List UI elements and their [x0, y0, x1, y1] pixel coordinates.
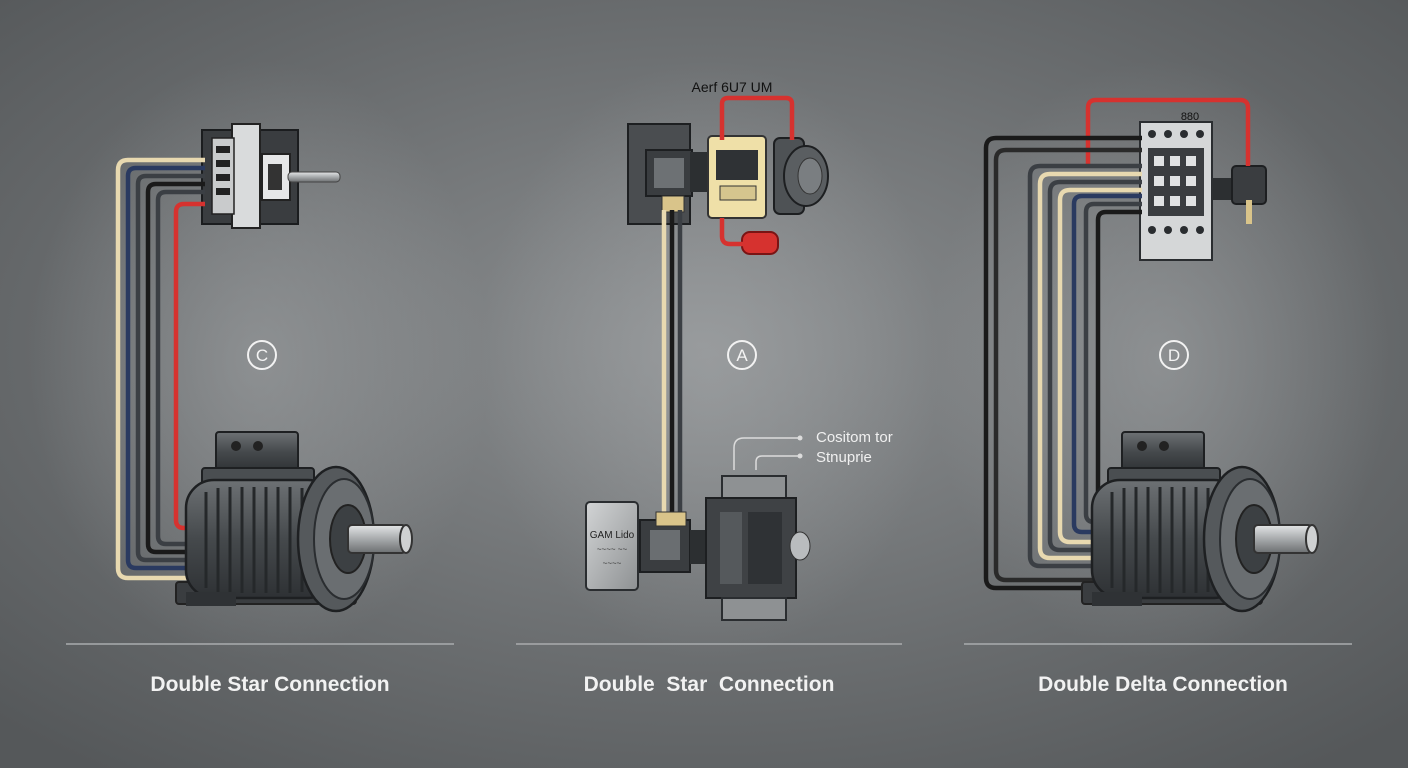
top-label-a: Aerf 6U7 UM — [692, 79, 773, 95]
plate-line-2: ~~~~ ~~ — [597, 545, 628, 554]
control-box-a — [627, 123, 712, 225]
caption-2: Double Star Connection — [584, 673, 835, 696]
marker-c-label: C — [256, 346, 268, 365]
wiring-d — [983, 97, 1251, 591]
fuse-icon — [741, 231, 779, 255]
wiring-c — [115, 157, 205, 581]
caption-1: Double Star Connection — [150, 673, 389, 696]
marker-d-label: D — [1168, 346, 1180, 365]
panel-a: Aerf 6U7 UM — [585, 79, 893, 621]
callout-2: Stnuprie — [816, 449, 872, 466]
push-button-icon — [773, 137, 829, 215]
plate-line-1: GAM Lido — [590, 530, 635, 541]
contactor-icon — [707, 135, 767, 219]
marker-a-label: A — [736, 346, 748, 365]
plate-line-3: ~~~~ — [603, 559, 622, 568]
captions: Double Star Connection Double Star Conne… — [66, 643, 1352, 696]
lower-assembly-a: GAM Lido ~~~~ ~~ ~~~~ — [585, 475, 811, 621]
relay-block-d — [1139, 121, 1267, 261]
top-label-d: 880 — [1181, 111, 1199, 123]
marker-d: D — [1159, 340, 1189, 370]
callouts-a: Cositom tor Stnuprie — [733, 429, 893, 470]
callout-1: Cositom tor — [816, 429, 893, 446]
panel-d: 880 — [983, 97, 1320, 613]
wiring-a — [661, 95, 795, 515]
panel-c: C — [115, 123, 414, 613]
marker-c: C — [247, 340, 277, 370]
marker-a: A — [727, 340, 757, 370]
caption-3: Double Delta Connection — [1038, 673, 1288, 696]
